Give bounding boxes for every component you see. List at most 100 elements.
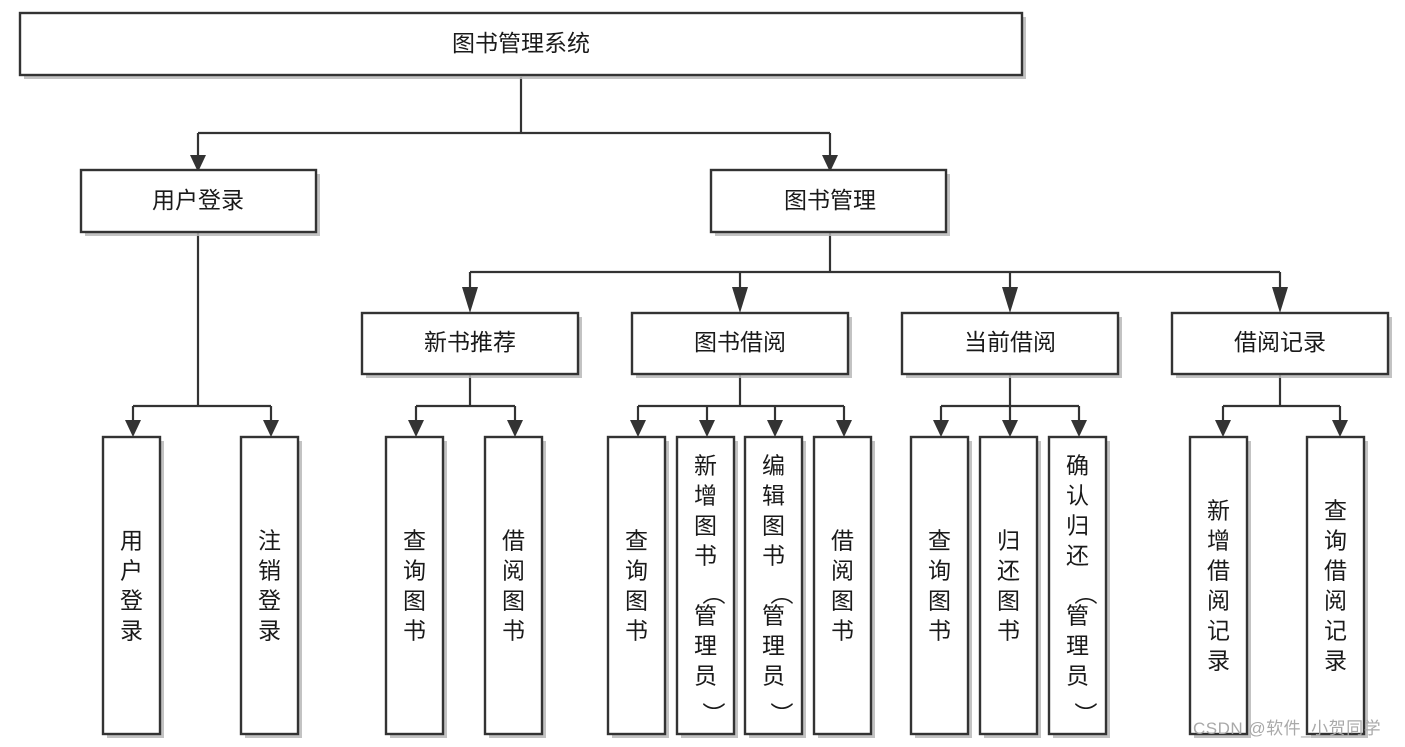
node-leaf-add-record-label-char: 增 xyxy=(1207,528,1230,554)
node-user-login[interactable]: 用户登录 xyxy=(79,168,320,236)
node-leaf-return-book-label-char: 书 xyxy=(997,618,1020,644)
connector-layer xyxy=(125,77,1348,437)
node-leaf-borrow-book-2[interactable] xyxy=(812,435,875,738)
arrow-head-leaf-confirm-return xyxy=(1071,420,1087,437)
node-leaf-query-record-label-char: 录 xyxy=(1324,648,1347,674)
node-book-borrow-label: 图书借阅 xyxy=(694,329,786,355)
node-leaf-query-book-1-label-char: 查 xyxy=(403,528,426,554)
node-leaf-borrow-book-2-label-char: 阅 xyxy=(831,558,854,584)
node-leaf-query-record-label-char: 借 xyxy=(1324,558,1347,584)
node-leaf-confirm-return-label-char: 认 xyxy=(1066,483,1089,509)
arrow-head-current-borrow xyxy=(1002,287,1018,313)
node-leaf-query-book-1-label-char: 书 xyxy=(403,618,426,644)
node-user-login-box xyxy=(79,168,318,234)
node-leaf-edit-book-label-char: 辑 xyxy=(762,483,785,509)
node-leaf-return-book-label-char: 还 xyxy=(997,558,1020,584)
node-leaf-confirm-return-label-char: 还 xyxy=(1066,543,1089,569)
node-current-borrow-box xyxy=(900,311,1120,376)
node-leaf-query-book-1-box xyxy=(384,435,445,736)
node-borrow-record[interactable]: 借阅记录 xyxy=(1170,311,1392,378)
node-leaf-logout-label-char: 录 xyxy=(258,618,281,644)
node-leaf-confirm-return-label-char: 归 xyxy=(1066,513,1089,539)
node-leaf-add-book-label-char: 管 xyxy=(694,603,717,629)
arrow-head-leaf-borrow-book-1 xyxy=(507,420,523,437)
node-leaf-add-book-box xyxy=(675,435,736,736)
node-leaf-query-book-1-label-char: 图 xyxy=(403,588,426,614)
arrow-head-leaf-query-book-1 xyxy=(408,420,424,437)
vertical-label-layer: 用户登录注销登录查询图书借阅图书查询图书新增图书（管理员）编辑图书（管理员）借阅… xyxy=(120,453,1347,726)
node-leaf-add-book[interactable] xyxy=(675,435,738,738)
node-leaf-return-book[interactable] xyxy=(978,435,1041,738)
node-book-manage[interactable]: 图书管理 xyxy=(709,168,950,236)
node-leaf-confirm-return-label-char: （ xyxy=(1073,582,1099,605)
node-current-borrow[interactable]: 当前借阅 xyxy=(900,311,1122,378)
node-leaf-query-book-3[interactable] xyxy=(909,435,972,738)
node-leaf-add-book-label-char: 增 xyxy=(694,483,717,509)
node-leaf-add-book-label-char: 员 xyxy=(694,663,717,689)
arrow-head-leaf-return-book xyxy=(1002,420,1018,437)
node-leaf-borrow-book-1[interactable] xyxy=(483,435,546,738)
node-leaf-add-record[interactable] xyxy=(1188,435,1251,738)
node-leaf-user-login-box xyxy=(101,435,162,736)
node-leaf-query-record-label-char: 询 xyxy=(1324,528,1347,554)
node-leaf-edit-book-label-char: 员 xyxy=(762,663,785,689)
arrow-head-book-manage xyxy=(822,155,838,172)
node-leaf-query-book-2-label-char: 图 xyxy=(625,588,648,614)
node-leaf-query-book-2[interactable] xyxy=(606,435,669,738)
node-leaf-add-record-label-char: 新 xyxy=(1207,498,1230,524)
node-leaf-edit-book-label-char: 管 xyxy=(762,603,785,629)
node-leaf-confirm-return-label-char: 确 xyxy=(1066,453,1089,479)
node-new-book-rec-label: 新书推荐 xyxy=(424,329,516,355)
node-leaf-edit-book-label-char: （ xyxy=(769,582,795,605)
node-book-manage-box xyxy=(709,168,948,234)
node-leaf-add-record-label-char: 录 xyxy=(1207,648,1230,674)
node-root-label: 图书管理系统 xyxy=(452,30,590,56)
node-leaf-borrow-book-2-label-char: 图 xyxy=(831,588,854,614)
node-leaf-borrow-book-2-label-char: 书 xyxy=(831,618,854,644)
node-current-borrow-label: 当前借阅 xyxy=(964,329,1056,355)
node-book-borrow[interactable]: 图书借阅 xyxy=(630,311,852,378)
node-leaf-logout-box xyxy=(239,435,300,736)
node-leaf-add-book-label-char: ） xyxy=(701,702,727,725)
arrow-head-leaf-add-book xyxy=(699,420,715,437)
node-user-login-label: 用户登录 xyxy=(152,187,244,213)
node-leaf-user-login[interactable] xyxy=(101,435,164,738)
node-leaf-borrow-book-1-box xyxy=(483,435,544,736)
node-leaf-add-book-label-char: 书 xyxy=(694,543,717,569)
node-leaf-query-book-1[interactable] xyxy=(384,435,447,738)
node-leaf-confirm-return-box xyxy=(1047,435,1108,736)
node-leaf-add-record-box xyxy=(1188,435,1249,736)
node-leaf-query-book-3-label-char: 询 xyxy=(928,558,951,584)
node-leaf-query-record-label-char: 记 xyxy=(1324,618,1347,644)
node-new-book-rec[interactable]: 新书推荐 xyxy=(360,311,582,378)
arrow-head-leaf-query-record xyxy=(1332,420,1348,437)
node-leaf-edit-book[interactable] xyxy=(743,435,806,738)
node-leaf-query-book-1-label-char: 询 xyxy=(403,558,426,584)
arrow-head-new-book-rec xyxy=(462,287,478,313)
node-leaf-query-book-2-label-char: 询 xyxy=(625,558,648,584)
node-leaf-query-record[interactable] xyxy=(1305,435,1368,738)
node-leaf-add-record-label-char: 借 xyxy=(1207,558,1230,584)
node-leaf-edit-book-label-char: 理 xyxy=(762,633,785,659)
node-leaf-query-record-label-char: 查 xyxy=(1324,498,1347,524)
node-leaf-borrow-book-2-label-char: 借 xyxy=(831,528,854,554)
node-root[interactable]: 图书管理系统 xyxy=(18,11,1026,79)
node-leaf-confirm-return[interactable] xyxy=(1047,435,1110,738)
node-leaf-query-book-3-label-char: 图 xyxy=(928,588,951,614)
node-leaf-user-login-label-char: 登 xyxy=(120,588,143,614)
node-borrow-record-box xyxy=(1170,311,1390,376)
node-leaf-logout[interactable] xyxy=(239,435,302,738)
node-leaf-user-login-label-char: 录 xyxy=(120,618,143,644)
node-leaf-add-book-label-char: 图 xyxy=(694,513,717,539)
node-leaf-return-book-label-char: 图 xyxy=(997,588,1020,614)
arrow-head-leaf-borrow-book-2 xyxy=(836,420,852,437)
node-leaf-query-book-2-label-char: 查 xyxy=(625,528,648,554)
arrow-head-leaf-query-book-3 xyxy=(933,420,949,437)
node-leaf-return-book-label-char: 归 xyxy=(997,528,1020,554)
node-leaf-add-book-label-char: （ xyxy=(701,582,727,605)
node-leaf-query-book-2-box xyxy=(606,435,667,736)
node-book-manage-label: 图书管理 xyxy=(784,187,876,213)
node-leaf-add-book-label-char: 理 xyxy=(694,633,717,659)
